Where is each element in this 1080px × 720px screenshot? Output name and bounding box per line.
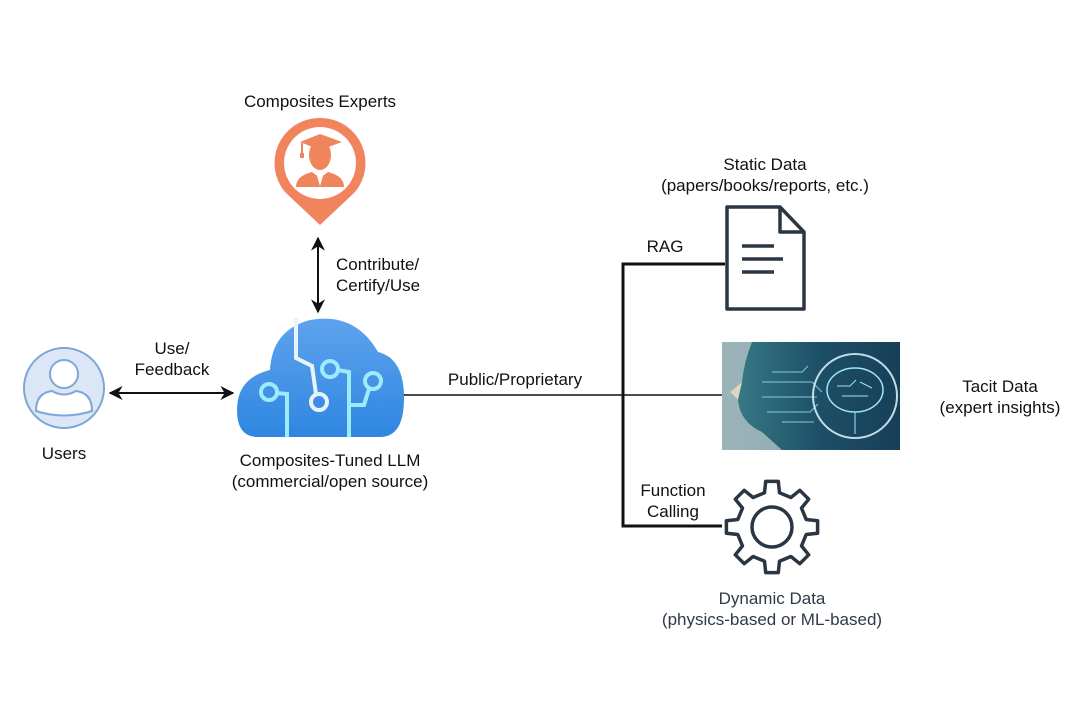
llm-label-line1: Composites-Tuned LLM [239,451,421,470]
tacit-data-image [722,342,900,450]
llm-label: Composites-Tuned LLM (commercial/open so… [200,450,460,492]
tacit-data-label: Tacit Data (expert insights) [920,376,1080,418]
circuit-cloud-icon [237,318,404,437]
experts-llm-label-line2: Certify/Use [336,276,421,295]
data-llm-label: Public/Proprietary [447,370,583,389]
static-data-label-line1: Static Data [723,155,807,174]
experts-llm-label: Contribute/ Certify/Use [336,254,420,296]
users-llm-label-line2: Feedback [134,360,210,379]
experts-label: Composites Experts [243,92,397,111]
dynamic-data-label-line2: (physics-based or ML-based) [661,610,883,629]
tacit-data-label-line1: Tacit Data [962,377,1038,396]
tacit-data-label-line2: (expert insights) [939,398,1061,417]
users-label: Users [41,444,87,463]
users-llm-label-line1: Use/ [154,339,190,358]
function-calling-label-line2: Calling [647,502,699,521]
static-data-label: Static Data (papers/books/reports, etc.) [630,154,900,196]
gear-icon [724,479,820,575]
llm-label-line2: (commercial/open source) [231,472,429,491]
user-circle-icon [23,347,105,429]
static-data-label-line2: (papers/books/reports, etc.) [661,176,869,195]
function-calling-label-line1: Function [640,481,706,500]
graduate-pin-icon [274,117,366,225]
dynamic-data-label: Dynamic Data (physics-based or ML-based) [632,588,912,630]
dynamic-data-label-line1: Dynamic Data [718,589,826,608]
experts-llm-label-line1: Contribute/ [336,255,420,274]
document-icon [725,205,806,311]
data-sources-bracket [621,262,725,528]
users-llm-label: Use/ Feedback [112,338,232,380]
rag-label: RAG [646,237,684,256]
function-calling-label: Function Calling [625,480,721,522]
